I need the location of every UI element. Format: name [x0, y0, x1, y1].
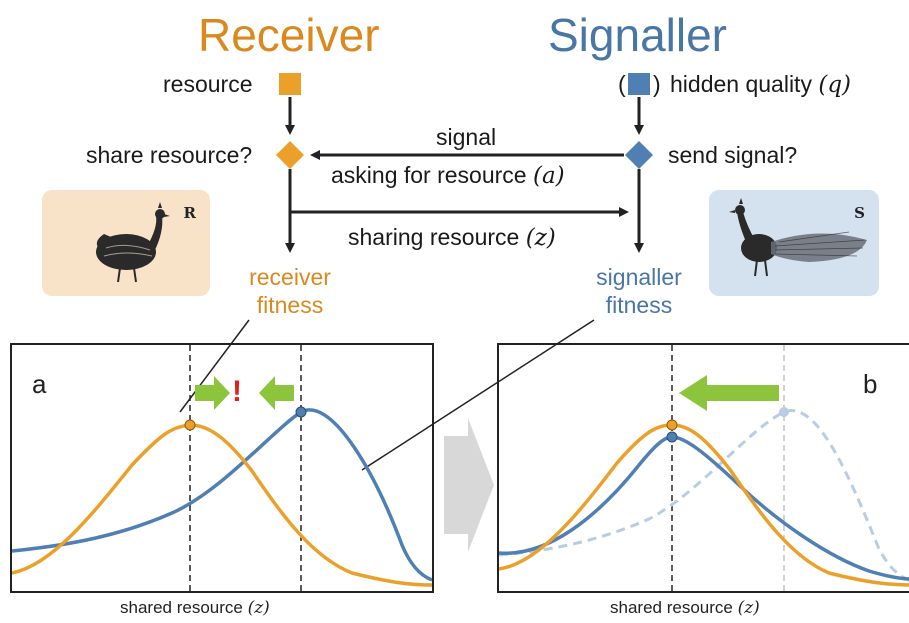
asking-text: asking for resource — [331, 162, 527, 188]
flow-diagram — [276, 73, 653, 253]
signaller-fitness-line1: signaller — [596, 264, 682, 290]
peahen-icon — [96, 202, 170, 283]
sharing-label: sharing resource (z) — [348, 226, 556, 250]
panel-a-plot — [12, 345, 432, 591]
hidden-quality-label: hidden quality (q) — [670, 73, 851, 97]
sharing-symbol: (z) — [525, 225, 556, 251]
signaller-title: Signaller — [548, 9, 727, 61]
send-signal-label: send signal? — [668, 142, 798, 168]
resource-square — [279, 73, 301, 95]
receiver-fitness-label: receiver fitness — [238, 263, 342, 319]
hidden-quality-symbol: (q) — [818, 72, 852, 98]
send-signal-diamond — [625, 141, 653, 169]
green-arrow-right — [195, 376, 230, 410]
panel-b-label: b — [863, 369, 878, 399]
peacock-icon — [729, 198, 867, 277]
asking-label: asking for resource (a) — [331, 164, 565, 188]
green-arrow-left — [259, 376, 294, 410]
signaller-fitness-line2: fitness — [605, 292, 673, 318]
warning-icon: ! — [232, 375, 242, 408]
panel-b-plot — [499, 345, 909, 591]
receiver-badge: R — [183, 204, 196, 222]
panel-a-xlabel-symbol: (z) — [247, 598, 270, 618]
paren-open: ( — [618, 71, 626, 97]
receiver-fitness-line1: receiver — [249, 264, 331, 290]
receiver-curve-b — [499, 423, 909, 587]
signaller-badge: S — [854, 204, 865, 222]
green-arrow-long-left — [679, 375, 779, 411]
transition-arrow — [444, 418, 494, 552]
hidden-quality-text: hidden quality — [670, 71, 812, 97]
receiver-curve-a — [12, 423, 432, 587]
receiver-title: Receiver — [198, 9, 380, 61]
signal-label: signal — [436, 124, 497, 150]
ghost-signaller-curve-b — [499, 409, 909, 582]
signaller-illustration-box: S — [709, 190, 879, 296]
panel-b: b — [497, 343, 909, 593]
share-resource-diamond — [276, 141, 304, 169]
panel-a: ! a — [10, 343, 434, 593]
panel-a-xlabel: shared resource (z) — [120, 598, 270, 618]
panel-b-xlabel-symbol: (z) — [737, 598, 760, 618]
resource-label: resource — [163, 71, 253, 97]
quality-square — [628, 73, 650, 95]
panel-b-xlabel: shared resource (z) — [610, 598, 760, 618]
signaller-fitness-label: signaller fitness — [581, 263, 697, 319]
receiver-illustration-box: R — [42, 190, 210, 296]
panel-b-xlabel-text: shared resource — [610, 598, 733, 617]
asking-symbol: (a) — [532, 163, 565, 189]
signaller-curve-b — [499, 435, 909, 581]
panel-a-label: a — [32, 369, 47, 399]
receiver-fitness-line2: fitness — [256, 292, 324, 318]
signaller-curve-a — [12, 408, 432, 582]
paren-close: ) — [653, 71, 661, 97]
sharing-text: sharing resource — [348, 224, 520, 250]
panel-a-xlabel-text: shared resource — [120, 598, 243, 617]
share-resource-label: share resource? — [86, 142, 253, 168]
